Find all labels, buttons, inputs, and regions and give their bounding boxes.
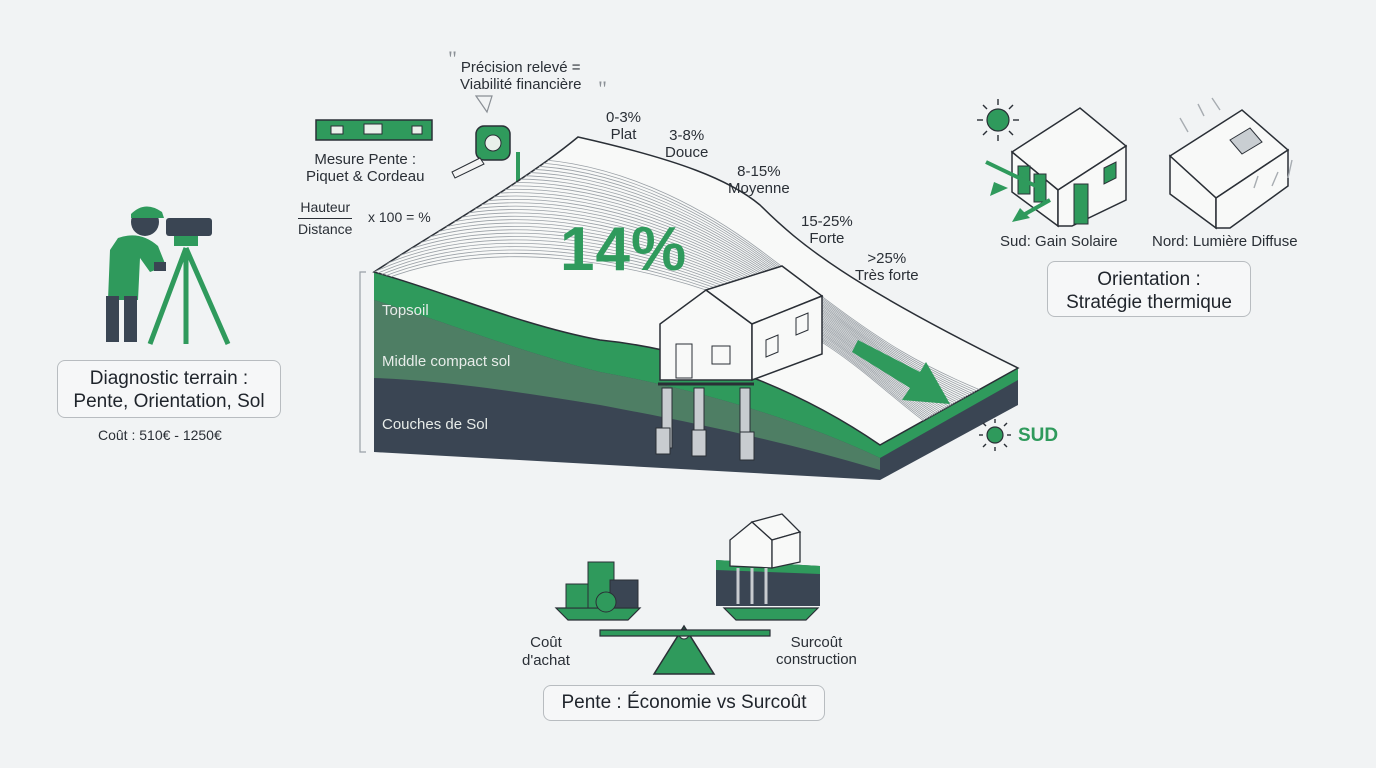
tape-measure-icon (451, 125, 511, 179)
tools-label-line-1: Mesure Pente : (314, 151, 417, 168)
south-facing-house (985, 107, 1128, 228)
purchase-cost-line-1: Coût (530, 634, 562, 651)
house-on-stilts (655, 265, 824, 461)
svg-text:": " (448, 46, 457, 71)
orientation-title-line-2: Stratégie thermique (1066, 292, 1232, 313)
layer-bracket (359, 271, 366, 453)
slope-class-range: >25% (867, 250, 907, 267)
south-orientation-caption: Sud: Gain Solaire (1000, 233, 1118, 250)
orientation-title-line-1: Orientation : (1097, 269, 1201, 290)
slope-class-name: Forte (809, 230, 845, 247)
soil-layer-deep: Couches de Sol (382, 416, 488, 433)
quote-bubble: " " (448, 46, 607, 114)
quote-text: Précision relevé = Viabilité financière (460, 59, 581, 93)
slope-class-name: Douce (665, 144, 709, 161)
tools-label-line-2: Piquet & Cordeau (306, 168, 425, 185)
balance-scale (554, 607, 820, 675)
spirit-level-icon (315, 119, 433, 141)
diagnostic-title-box: Diagnostic terrain : Pente, Orientation,… (57, 360, 281, 418)
diagnostic-title-line-1: Diagnostic terrain : (89, 368, 249, 389)
coins-stack-icon (565, 561, 639, 613)
quote-line-1: Précision relevé = (460, 59, 581, 76)
surcost-line-2: construction (776, 651, 857, 668)
north-facing-house (1168, 97, 1293, 230)
diagnostic-cost: Coût : 510€ - 1250€ (98, 427, 222, 443)
south-arrow (852, 340, 950, 404)
slope-class-name: Très forte (855, 267, 919, 284)
balance-title-box: Pente : Économie vs Surcoût (543, 685, 825, 721)
slope-class-steep: 15-25% Forte (801, 213, 853, 247)
slope-class-very-steep: >25% Très forte (855, 250, 919, 284)
slope-class-name: Moyenne (728, 180, 790, 197)
quote-line-2: Viabilité financière (460, 76, 582, 93)
slope-formula-fraction: Hauteur Distance (298, 199, 353, 238)
formula-denominator: Distance (298, 221, 353, 237)
slope-percentage: 14% (560, 215, 688, 284)
surcost-line-1: Surcoût (790, 634, 843, 651)
slope-class-flat: 0-3% Plat (606, 109, 641, 143)
construction-surcost-label: Surcoût construction (776, 634, 857, 668)
slope-class-name: Plat (610, 126, 637, 143)
balance-title: Pente : Économie vs Surcoût (561, 692, 807, 713)
purchase-cost-line-2: d'achat (522, 652, 570, 669)
soil-layer-middle: Middle compact sol (382, 353, 511, 370)
surveyor-figure (106, 206, 166, 342)
purchase-cost-label: Coût d'achat (522, 634, 570, 670)
slope-class-range: 3-8% (669, 127, 705, 144)
formula-numerator: Hauteur (300, 199, 351, 215)
slope-class-range: 8-15% (737, 163, 781, 180)
formula-suffix: x 100 = % (368, 209, 431, 225)
south-label: SUD (1018, 425, 1059, 446)
slope-class-medium: 8-15% Moyenne (728, 163, 790, 197)
sun-icon-orientation (977, 99, 1019, 141)
level-tripod (147, 218, 231, 346)
slope-class-range: 0-3% (606, 109, 642, 126)
sun-icon-sud (979, 419, 1011, 451)
diagnostic-title-line-2: Pente, Orientation, Sol (73, 391, 265, 412)
house-on-stilts-small-icon (716, 513, 820, 606)
slope-class-range: 15-25% (801, 213, 853, 230)
terrain-block (372, 136, 1020, 480)
tools-label: Mesure Pente : Piquet & Cordeau (306, 151, 424, 185)
soil-layer-topsoil: Topsoil (382, 302, 429, 319)
orientation-title-box: Orientation : Stratégie thermique (1047, 261, 1251, 317)
svg-text:": " (598, 76, 607, 101)
fraction-bar (298, 218, 353, 219)
north-orientation-caption: Nord: Lumière Diffuse (1152, 233, 1298, 250)
slope-class-gentle: 3-8% Douce (665, 127, 708, 161)
